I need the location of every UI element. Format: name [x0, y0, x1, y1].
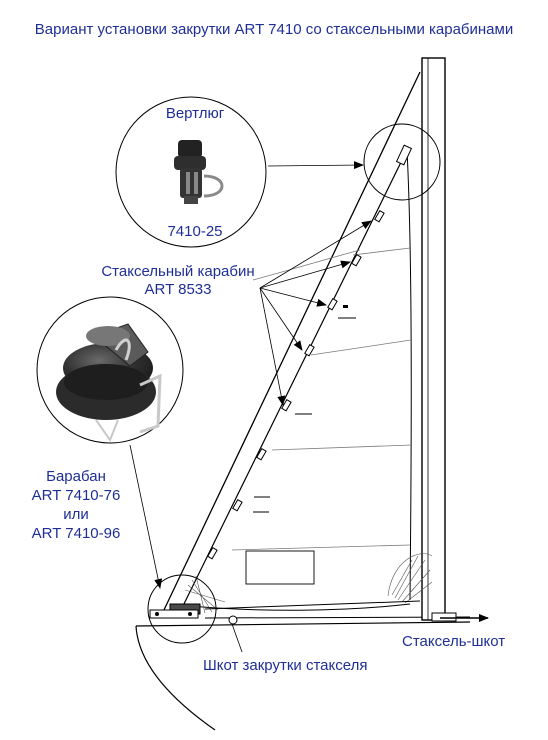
clew-patch	[387, 553, 433, 604]
furling-block	[228, 615, 238, 625]
drum-or: или	[63, 506, 89, 523]
zoom-circle-swivel-on-rig	[363, 123, 441, 201]
snap-label: Стаксельный карабин	[101, 263, 255, 280]
swivel-icon	[174, 140, 224, 204]
snap-shackle-icon	[343, 305, 348, 308]
drum-code-2: ART 7410-96	[31, 525, 121, 542]
forestay	[162, 71, 421, 613]
drum-code-1: ART 7410-76	[31, 487, 121, 504]
mast	[421, 57, 446, 621]
zoom-circle-drum-on-rig	[147, 574, 217, 644]
hull	[135, 625, 216, 731]
swivel-label: Вертлюг	[165, 105, 225, 122]
sail-leech	[406, 149, 412, 601]
sail-foot	[189, 603, 411, 611]
hanks	[207, 209, 385, 560]
sail-window	[245, 550, 315, 585]
leader-lines	[129, 161, 372, 653]
tack-patch	[184, 575, 226, 614]
sheet-line	[204, 600, 421, 610]
furling-drum-icon	[56, 323, 162, 443]
drum-on-deck	[149, 603, 201, 619]
swivel-on-stay	[395, 144, 413, 166]
sail-seams	[231, 247, 413, 551]
drum-label: Барабан	[46, 468, 106, 485]
deck-line	[135, 621, 471, 627]
furling-line-label: Шкот закрутки стакселя	[203, 657, 368, 674]
swivel-code: 7410-25	[167, 223, 223, 240]
snap-code: ART 8533	[144, 281, 212, 298]
sheet-block	[431, 612, 457, 622]
sheet-label: Стаксель-шкот	[402, 633, 506, 650]
diagram-title: Вариант установки закрутки ART 7410 со с…	[34, 21, 514, 38]
tell-tales	[253, 317, 356, 513]
